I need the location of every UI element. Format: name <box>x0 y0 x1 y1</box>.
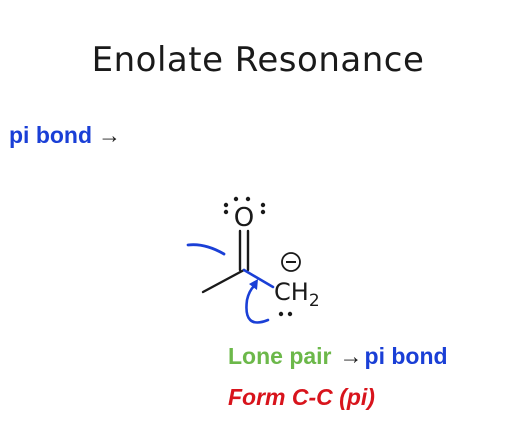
pi-bond-label: pi bond→ <box>9 122 121 149</box>
pi-bond-result-text: pi bond <box>364 343 448 369</box>
oxygen-lone-pairs <box>223 196 266 215</box>
alpha-carbon-bond <box>242 268 275 289</box>
carbanion-lone-pair <box>278 311 293 317</box>
form-cc-note: Form C-C (pi) <box>228 384 375 410</box>
ch2-subscript: 2 <box>309 291 320 311</box>
negative-charge-icon <box>281 252 301 272</box>
right-arrow-icon: → <box>98 122 122 148</box>
lone-pair-note: Lone pair →pi bond <box>228 343 448 370</box>
curved-arrow-head-icon <box>249 279 258 290</box>
page-title: Enolate Resonance <box>91 40 425 80</box>
ch2-group: CH2 <box>274 278 320 311</box>
pi-bond-text: pi bond <box>9 122 93 148</box>
pi-bond-curve <box>186 243 226 256</box>
right-arrow-icon: → <box>339 343 363 369</box>
oxygen-atom: O <box>234 203 254 233</box>
carbonyl-double-bond <box>238 229 250 272</box>
methyl-bond <box>201 268 246 294</box>
curved-arrow-icon <box>245 284 270 324</box>
lone-pair-text: Lone pair <box>228 343 332 369</box>
ch-text: CH <box>274 278 309 306</box>
